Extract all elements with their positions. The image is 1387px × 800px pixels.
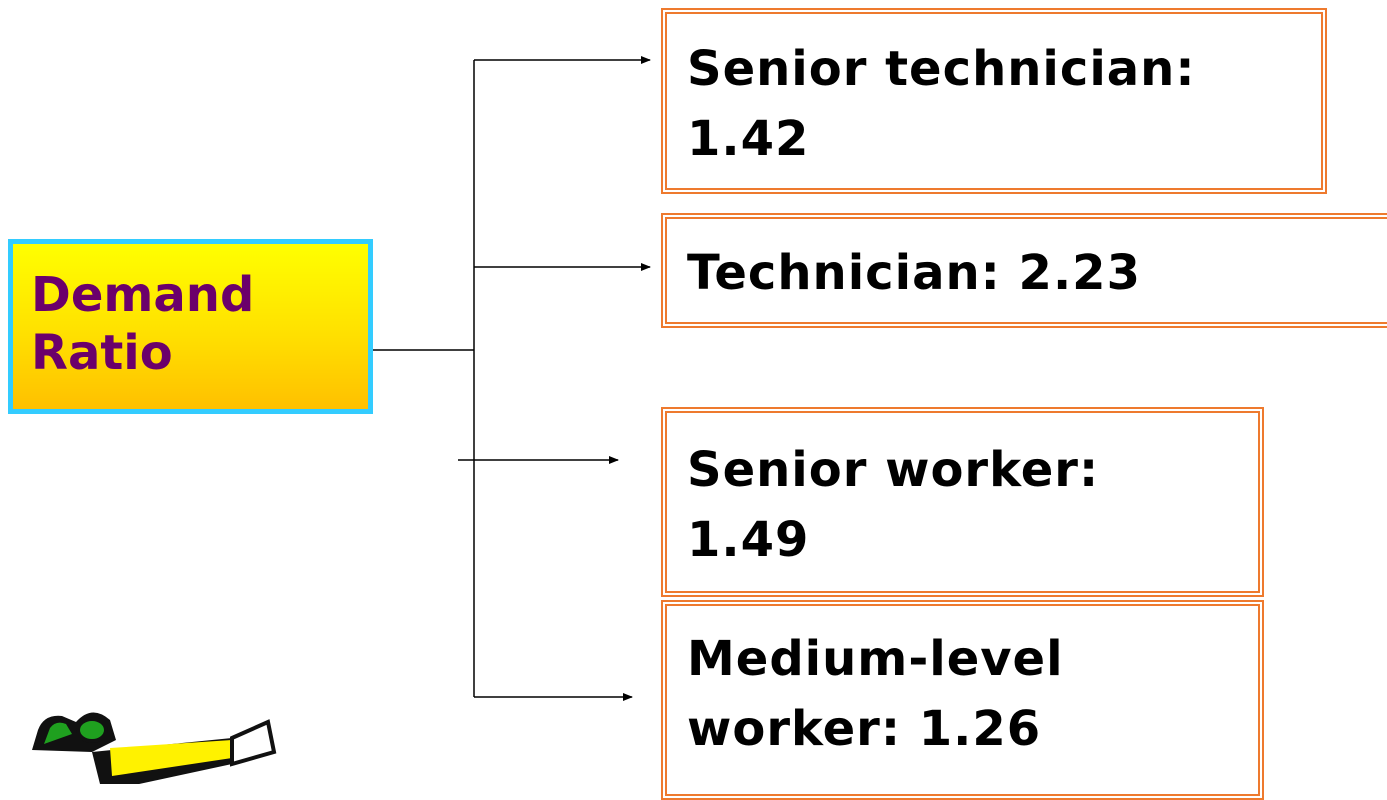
senior-technician-label: Senior technician: 1.42 xyxy=(687,41,1196,167)
medium-level-worker-label: Medium-level worker: 1.26 xyxy=(687,631,1064,757)
senior-technician-box: Senior technician: 1.42 xyxy=(661,8,1327,194)
demand-ratio-box: Demand Ratio xyxy=(8,239,373,414)
technician-box: Technician: 2.23 xyxy=(661,213,1387,328)
senior-worker-box: Senior worker: 1.49 xyxy=(661,407,1264,597)
technician-label: Technician: 2.23 xyxy=(687,245,1141,301)
senior-worker-label: Senior worker: 1.49 xyxy=(687,442,1100,568)
medium-level-worker-box: Medium-level worker: 1.26 xyxy=(661,600,1264,800)
demand-ratio-label: Demand Ratio xyxy=(31,267,255,381)
